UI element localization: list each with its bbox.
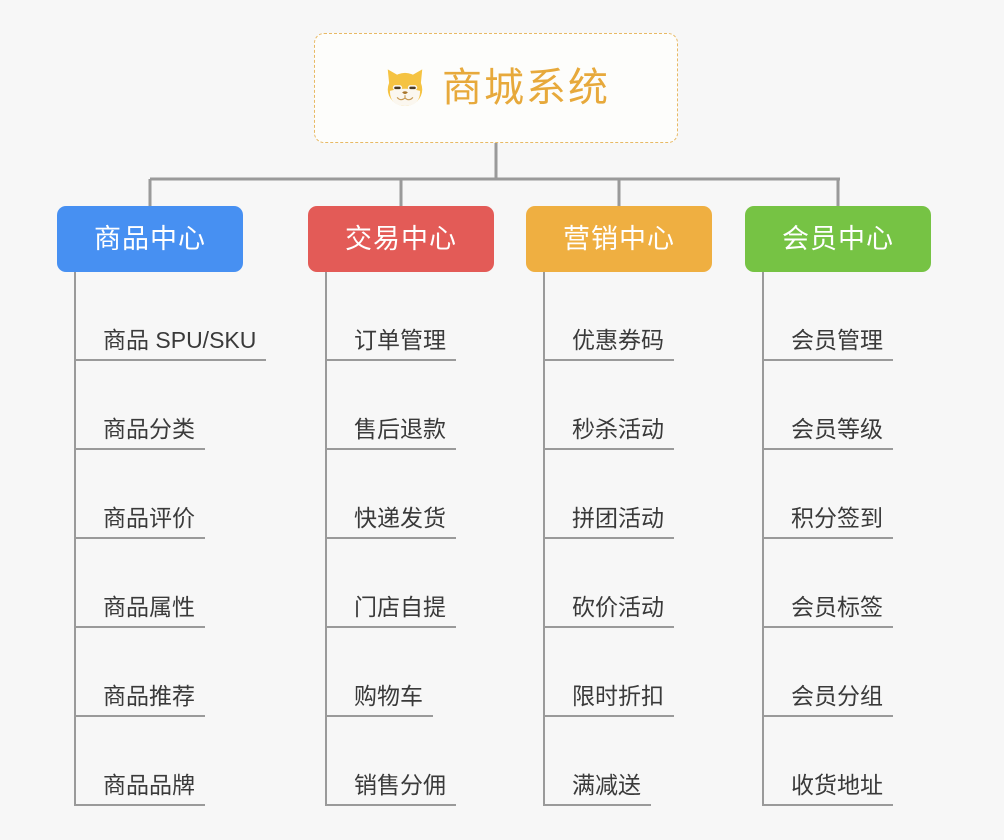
item-label: 优惠券码 [572, 326, 664, 353]
item-label: 收货地址 [791, 771, 883, 798]
item-label: 门店自提 [354, 593, 446, 620]
list-item[interactable]: 商品属性 [57, 539, 243, 628]
list-item[interactable]: 商品推荐 [57, 628, 243, 717]
item-list-3: 会员管理 会员等级 积分签到 会员标签 会员分组 [745, 272, 931, 806]
item-underline: 会员管理 [763, 326, 893, 361]
root-node[interactable]: 商城系统 [314, 33, 678, 143]
list-item[interactable]: 快递发货 [308, 450, 494, 539]
list-item[interactable]: 限时折扣 [526, 628, 712, 717]
item-label: 限时折扣 [572, 682, 664, 709]
list-item[interactable]: 拼团活动 [526, 450, 712, 539]
item-label: 拼团活动 [572, 504, 664, 531]
item-label: 积分签到 [791, 504, 883, 531]
list-item[interactable]: 订单管理 [308, 272, 494, 361]
item-label: 秒杀活动 [572, 415, 664, 442]
list-item[interactable]: 售后退款 [308, 361, 494, 450]
list-item[interactable]: 收货地址 [745, 717, 931, 806]
list-item[interactable]: 商品品牌 [57, 717, 243, 806]
item-underline: 会员标签 [763, 593, 893, 628]
item-label: 商品 SPU/SKU [103, 326, 257, 353]
branch-column-2: 营销中心 优惠券码 秒杀活动 拼团活动 砍价活动 [526, 206, 712, 806]
list-item[interactable]: 砍价活动 [526, 539, 712, 628]
root-title: 商城系统 [442, 66, 610, 110]
list-item[interactable]: 会员等级 [745, 361, 931, 450]
category-box-0[interactable]: 商品中心 [57, 206, 243, 272]
list-item[interactable]: 商品评价 [57, 450, 243, 539]
item-underline: 优惠券码 [544, 326, 674, 361]
category-label: 商品中心 [94, 223, 206, 254]
item-label: 会员等级 [791, 415, 883, 442]
item-underline: 商品推荐 [75, 682, 205, 717]
item-list-0: 商品 SPU/SKU 商品分类 商品评价 商品属性 商品推荐 [57, 272, 267, 806]
category-label: 交易中心 [345, 223, 457, 254]
item-underline: 订单管理 [326, 326, 456, 361]
category-box-1[interactable]: 交易中心 [308, 206, 494, 272]
list-item[interactable]: 满减送 [526, 717, 712, 806]
shiba-dog-icon [387, 69, 423, 106]
item-label: 购物车 [354, 682, 423, 709]
item-label: 商品推荐 [103, 682, 195, 709]
item-underline: 限时折扣 [544, 682, 674, 717]
branch-spine [325, 272, 327, 806]
item-underline: 会员分组 [763, 682, 893, 717]
item-underline: 秒杀活动 [544, 415, 674, 450]
item-underline: 商品评价 [75, 504, 205, 539]
item-underline: 销售分佣 [326, 771, 456, 806]
item-label: 订单管理 [354, 326, 446, 353]
item-label: 售后退款 [354, 415, 446, 442]
item-label: 销售分佣 [354, 771, 446, 798]
list-item[interactable]: 会员标签 [745, 539, 931, 628]
item-underline: 门店自提 [326, 593, 456, 628]
item-label: 会员标签 [791, 593, 883, 620]
item-underline: 售后退款 [326, 415, 456, 450]
item-underline: 商品属性 [75, 593, 205, 628]
item-underline: 商品品牌 [75, 771, 205, 806]
item-label: 商品分类 [103, 415, 195, 442]
branch-spine [543, 272, 545, 806]
item-underline: 商品分类 [75, 415, 205, 450]
category-box-2[interactable]: 营销中心 [526, 206, 712, 272]
item-label: 商品属性 [103, 593, 195, 620]
item-underline: 商品 SPU/SKU [75, 326, 267, 361]
item-label: 砍价活动 [572, 593, 664, 620]
category-box-3[interactable]: 会员中心 [745, 206, 931, 272]
item-underline: 快递发货 [326, 504, 456, 539]
list-item[interactable]: 购物车 [308, 628, 494, 717]
list-item[interactable]: 秒杀活动 [526, 361, 712, 450]
list-item[interactable]: 优惠券码 [526, 272, 712, 361]
item-underline: 满减送 [544, 771, 651, 806]
item-label: 满减送 [572, 771, 641, 798]
item-label: 快递发货 [354, 504, 446, 531]
item-list-2: 优惠券码 秒杀活动 拼团活动 砍价活动 限时折扣 [526, 272, 712, 806]
category-label: 会员中心 [782, 223, 894, 254]
item-underline: 购物车 [326, 682, 433, 717]
branch-column-3: 会员中心 会员管理 会员等级 积分签到 会员标签 [745, 206, 931, 806]
item-underline: 砍价活动 [544, 593, 674, 628]
list-item[interactable]: 会员管理 [745, 272, 931, 361]
list-item[interactable]: 积分签到 [745, 450, 931, 539]
item-label: 会员管理 [791, 326, 883, 353]
item-label: 商品品牌 [103, 771, 195, 798]
list-item[interactable]: 会员分组 [745, 628, 931, 717]
branch-column-0: 商品中心 商品 SPU/SKU 商品分类 商品评价 商品属性 [57, 206, 267, 806]
list-item[interactable]: 销售分佣 [308, 717, 494, 806]
branch-column-1: 交易中心 订单管理 售后退款 快递发货 门店自提 [308, 206, 494, 806]
item-underline: 会员等级 [763, 415, 893, 450]
item-underline: 收货地址 [763, 771, 893, 806]
branch-spine [74, 272, 76, 806]
item-underline: 拼团活动 [544, 504, 674, 539]
item-label: 会员分组 [791, 682, 883, 709]
list-item[interactable]: 门店自提 [308, 539, 494, 628]
item-label: 商品评价 [103, 504, 195, 531]
category-label: 营销中心 [563, 223, 675, 254]
item-underline: 积分签到 [763, 504, 893, 539]
list-item[interactable]: 商品分类 [57, 361, 243, 450]
branch-spine [762, 272, 764, 806]
item-list-1: 订单管理 售后退款 快递发货 门店自提 购物车 [308, 272, 494, 806]
list-item[interactable]: 商品 SPU/SKU [57, 272, 267, 361]
